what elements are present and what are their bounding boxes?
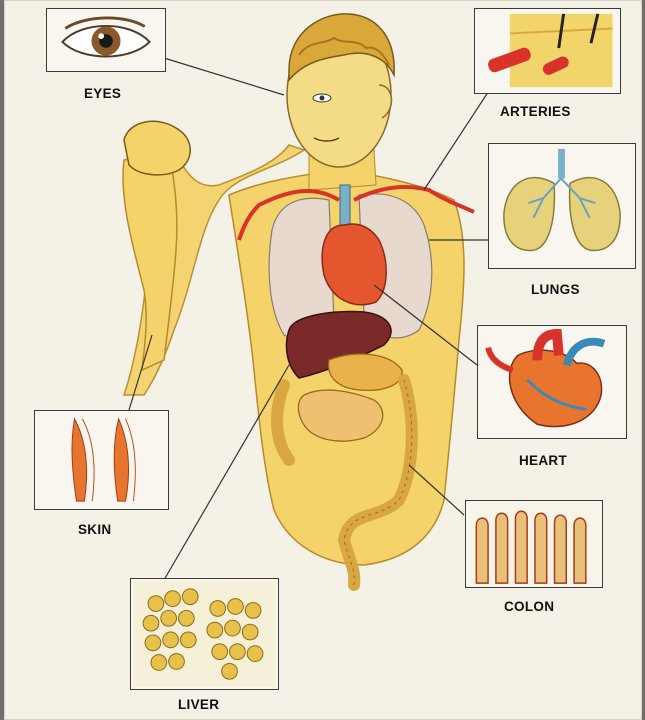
fist <box>124 121 190 175</box>
skin-panel <box>34 410 169 510</box>
lungs-label: LUNGS <box>531 282 580 297</box>
anatomy-diagram: EYES ARTERIES LUNGS HEART <box>4 0 642 720</box>
heart-label: HEART <box>519 453 567 468</box>
eye-icon <box>47 9 165 71</box>
liver-cells-icon <box>131 579 278 689</box>
colon-panel <box>465 500 603 588</box>
eyes-label: EYES <box>84 86 121 101</box>
trachea <box>340 185 350 225</box>
lungs-panel <box>488 143 636 269</box>
arteries-label: ARTERIES <box>500 104 571 119</box>
liver-panel <box>130 578 279 690</box>
eyes-panel <box>46 8 166 72</box>
heart-panel <box>477 325 627 439</box>
lungs-icon <box>489 144 635 268</box>
muscle-fibers-icon <box>35 411 168 509</box>
liver-label: LIVER <box>178 697 219 712</box>
face-pupil <box>320 96 325 101</box>
artery-skin-icon <box>475 9 620 93</box>
colon-label: COLON <box>504 599 554 614</box>
arteries-panel <box>474 8 621 94</box>
colon-villi-icon <box>466 501 602 587</box>
skin-label: SKIN <box>78 522 111 537</box>
heart-icon <box>478 326 626 438</box>
